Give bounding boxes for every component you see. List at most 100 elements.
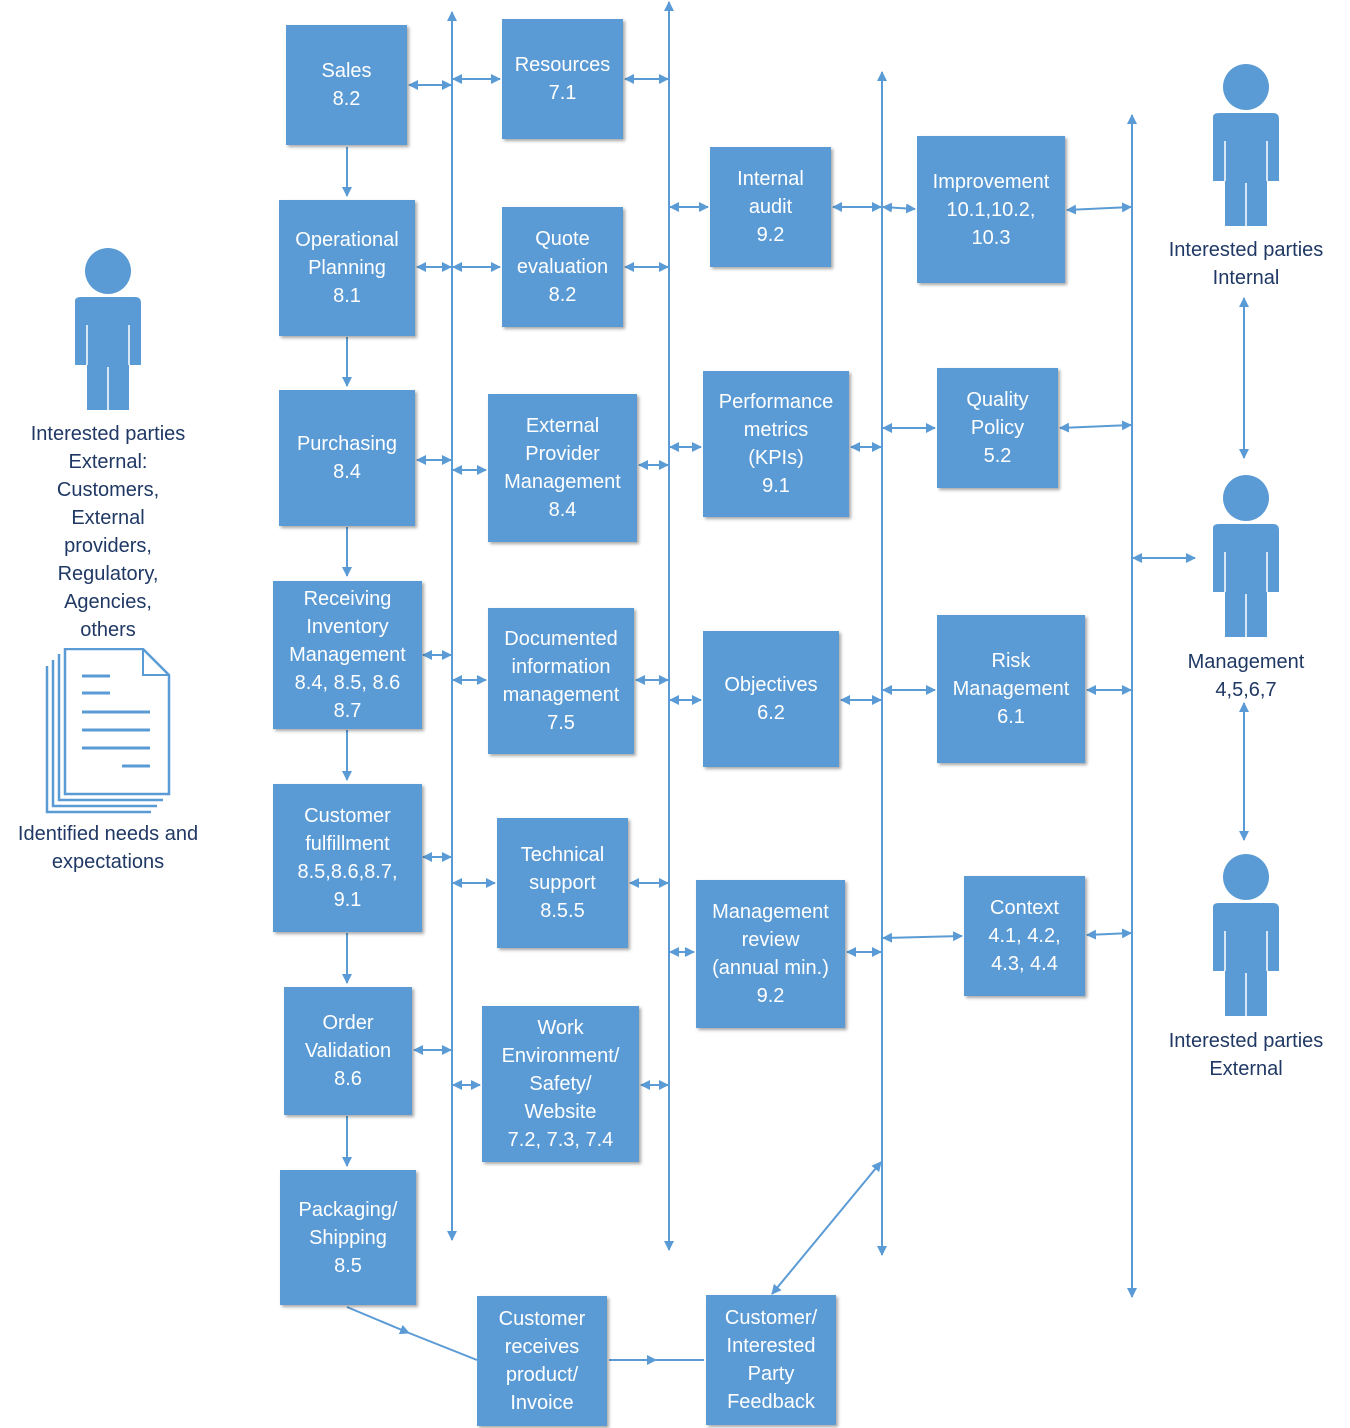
resources-box-line-1: Resources: [514, 54, 611, 76]
documented-information-box-line-2: information: [511, 656, 611, 678]
external-provider-box-line-4: 8.4: [548, 499, 577, 521]
external-parties-caption-line-6: Regulatory,: [57, 563, 159, 585]
customer-fulfillment-box-line-1: Customer: [304, 805, 391, 827]
quality-policy-box-line-1: Quality: [966, 389, 1029, 411]
work-environment-box-line-5: 7.2, 7.3, 7.4: [507, 1129, 614, 1151]
internal-audit-box-line-1: Internal: [737, 168, 804, 190]
technical-support-box-line-2: support: [529, 872, 596, 894]
order-validation-box-line-3: 8.6: [334, 1068, 362, 1090]
external-parties-right-caption-line-1: Interested parties: [1168, 1030, 1324, 1052]
external-parties-caption-line-2: External:: [68, 451, 148, 473]
technical-support-box-line-3: 8.5.5: [540, 900, 585, 922]
packaging-shipping-box-line-1: Packaging/: [298, 1198, 398, 1221]
purchasing-box-line-1: Purchasing: [296, 433, 398, 455]
technical-support-box-line-1: Technical: [520, 844, 605, 866]
purchasing-box: Purchasing 8.4: [279, 390, 415, 526]
external-parties-caption-line-5: providers,: [64, 535, 152, 557]
external-parties-right-caption-line-2: External: [1209, 1058, 1283, 1080]
customer-feedback-box-line-3: Party: [747, 1363, 795, 1385]
quality-policy-box-line-2: Policy: [970, 417, 1025, 439]
performance-metrics-box-line-2: metrics: [743, 419, 809, 441]
external-parties-caption-line-7: Agencies,: [64, 591, 152, 613]
external-provider-box-line-2: Provider: [525, 443, 600, 465]
connector-double-arrow-44: [1086, 928, 1132, 940]
work-environment-box-line-1: Work: [537, 1017, 584, 1039]
connector-double-arrow-37: [882, 202, 916, 214]
receiving-inventory-box-line-4: 8.4, 8.5, 8.6: [294, 672, 401, 694]
resources-box: Resources 7.1: [502, 19, 623, 139]
operational-planning-box-line-1: Operational: [295, 229, 399, 251]
management-review-box-line-4: 9.2: [756, 985, 785, 1007]
documented-information-box-line-3: management: [502, 684, 620, 706]
management-caption-line-1: Management: [1187, 651, 1305, 673]
sales-box-line-1: Sales: [321, 60, 372, 82]
customer-fulfillment-box-line-2: fulfillment: [305, 833, 390, 855]
work-environment-box-line-2: Environment/: [501, 1045, 620, 1067]
purchasing-box-line-2: 8.4: [333, 461, 361, 483]
external-parties-caption-line-1: Interested parties: [30, 423, 186, 445]
internal-audit-box-line-2: audit: [748, 196, 793, 218]
sales-box: Sales 8.2: [286, 25, 407, 145]
customer-feedback-box-line-1: Customer/: [724, 1307, 818, 1329]
management-caption-line-2: 4,5,6,7: [1215, 679, 1277, 701]
customer-fulfillment-box: Customer fulfillment 8.5,8.6,8.7, 9.1: [273, 784, 422, 932]
connector-49: [408, 1332, 478, 1361]
receiving-inventory-box-line-1: Receiving: [303, 588, 392, 610]
internal-audit-box-line-3: 9.2: [756, 224, 785, 246]
receiving-inventory-box-line-2: Inventory: [306, 616, 389, 638]
external-parties-caption-line-8: others: [80, 619, 136, 641]
customer-receives-box-line-4: Invoice: [510, 1392, 574, 1414]
risk-management-box-line-1: Risk: [991, 650, 1031, 672]
management-review-box-line-1: Management: [712, 901, 829, 923]
management-review-box-line-3: (annual min.): [712, 957, 829, 979]
customer-receives-box-line-3: product/: [505, 1364, 579, 1386]
context-box-line-3: 4.3, 4.4: [991, 953, 1058, 975]
packaging-shipping-box-line-3: 8.5: [334, 1254, 362, 1277]
performance-metrics-box: Performance metrics (KPIs) 9.1: [703, 371, 849, 517]
needs-expectations-caption-line-2: expectations: [51, 851, 165, 873]
resources-box-line-2: 7.1: [548, 82, 577, 104]
customer-feedback-box-line-4: Feedback: [727, 1391, 815, 1413]
quote-evaluation-box-line-1: Quote: [535, 228, 590, 250]
order-validation-box-line-2: Validation: [304, 1040, 392, 1062]
external-parties-caption-line-3: Customers,: [56, 479, 160, 501]
customer-feedback-box-line-2: Interested: [726, 1335, 816, 1357]
improvement-box-line-1: Improvement: [932, 170, 1050, 193]
external-parties-right-person-icon: [1213, 854, 1279, 1016]
technical-support-box: Technical support 8.5.5: [497, 818, 628, 948]
customer-fulfillment-box-line-3: 8.5,8.6,8.7,: [297, 861, 398, 883]
external-parties-caption-line-4: External: [71, 507, 145, 529]
needs-expectations-caption-line-1: Identified needs and: [17, 823, 199, 845]
receiving-inventory-box-line-3: Management: [289, 644, 406, 666]
documented-information-box-line-4: 7.5: [547, 712, 575, 734]
sales-box-line-2: 8.2: [332, 88, 361, 110]
performance-metrics-box-line-3: (KPIs): [748, 447, 804, 469]
customer-fulfillment-box-line-4: 9.1: [333, 889, 362, 911]
connector-48: [346, 1306, 410, 1335]
management-person-icon: [1213, 475, 1279, 637]
operational-planning-box-line-2: Planning: [308, 257, 386, 279]
customer-receives-box-line-2: receives: [504, 1336, 580, 1358]
internal-parties-caption-line-2: Internal: [1212, 267, 1280, 289]
context-box-line-1: Context: [990, 897, 1059, 919]
internal-parties-caption-line-1: Interested parties: [1168, 239, 1324, 261]
performance-metrics-box-line-4: 9.1: [762, 475, 790, 497]
external-parties-person-icon: [75, 248, 141, 410]
external-provider-box-line-3: Management: [504, 471, 621, 493]
performance-metrics-box-line-1: Performance: [718, 391, 834, 413]
objectives-box-line-2: 6.2: [757, 702, 785, 724]
connector-double-arrow-41: [1066, 202, 1132, 215]
connector-double-arrow-40: [882, 931, 963, 943]
